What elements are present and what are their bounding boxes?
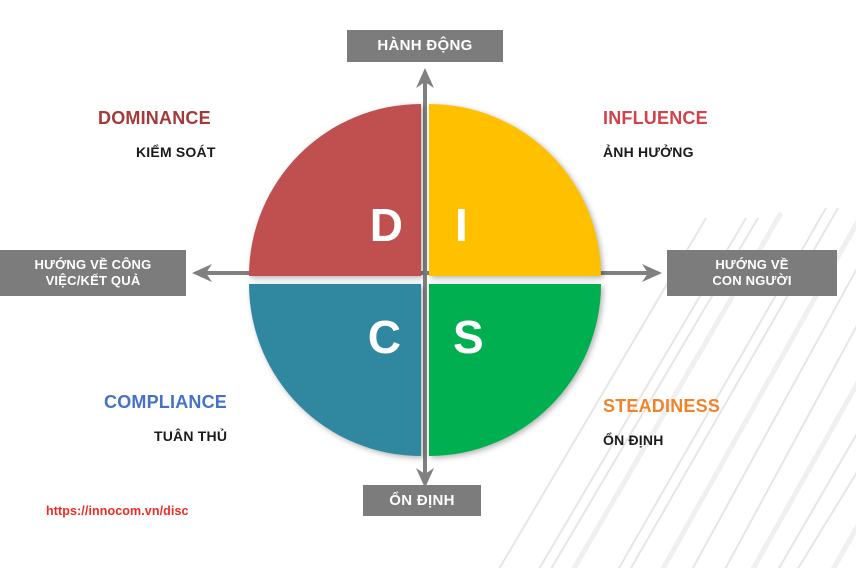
arrowhead-left [192,264,212,282]
label-influence: INFLUENCE ẢNH HƯỞNG [603,108,708,160]
axis-label-right: HƯỚNG VỀ CON NGƯỜI [667,250,837,296]
axis-label-right-line2: CON NGƯỜI [712,273,792,288]
quadrant-compliance[interactable]: C [249,284,421,456]
quadrant-letter-c: C [367,311,401,363]
axis-label-left-line2: VIỆC/KẾT QUẢ [45,273,141,288]
label-steadiness: STEADINESS ỔN ĐỊNH [603,396,720,448]
arrowhead-right [642,264,662,282]
quadrant-steadiness[interactable]: S [429,284,601,456]
axis-label-left-line1: HƯỚNG VỀ CÔNG [34,257,152,272]
axis-label-top: HÀNH ĐỘNG [347,30,503,62]
arrowhead-up [416,68,434,88]
label-dominance-en: DOMINANCE [98,108,211,128]
label-compliance: COMPLIANCE TUÂN THỦ [104,392,227,444]
label-steadiness-en: STEADINESS [603,396,721,416]
label-influence-vi: ẢNH HƯỞNG [603,143,694,160]
label-steadiness-vi: ỔN ĐỊNH [603,431,664,448]
axis-label-left: HƯỚNG VỀ CÔNG VIỆC/KẾT QUẢ [0,250,186,296]
quadrant-letter-s: S [453,311,484,363]
axis-label-bottom: ỔN ĐỊNH [363,485,481,516]
quadrant-influence[interactable]: I [429,104,601,276]
label-influence-en: INFLUENCE [603,108,708,128]
disc-circle: D I C S [249,104,601,456]
label-dominance-vi: KIỂM SOÁT [136,143,216,160]
quadrant-steadiness-fill [429,284,601,456]
quadrant-dominance[interactable]: D [249,104,421,276]
quadrant-compliance-fill [249,284,421,456]
quadrant-letter-i: I [455,199,468,251]
source-url-watermark[interactable]: https://innocom.vn/disc [46,504,189,518]
quadrant-letter-d: D [369,199,403,251]
label-dominance: DOMINANCE KIỂM SOÁT [98,108,216,160]
label-compliance-vi: TUÂN THỦ [154,427,228,444]
axis-label-right-line1: HƯỚNG VỀ [715,257,789,272]
label-compliance-en: COMPLIANCE [104,392,227,412]
